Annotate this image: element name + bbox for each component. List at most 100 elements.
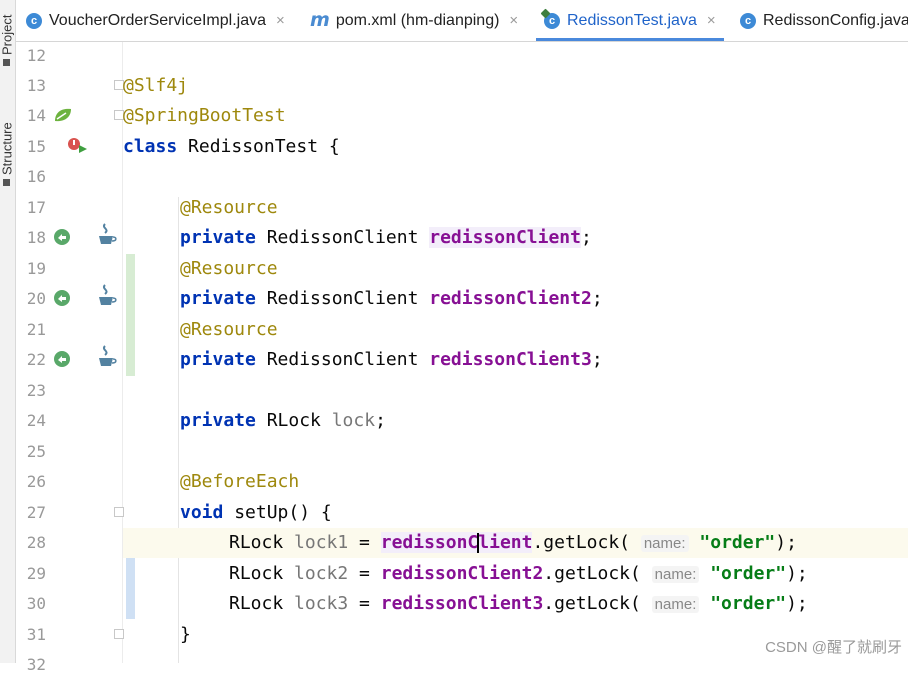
field-name: redissonClient2 [429,288,592,309]
java-bean-icon[interactable] [96,345,118,369]
close-icon[interactable]: × [706,12,716,29]
type-name: RLock [229,563,295,584]
method-call: .getLock( [543,563,652,584]
navigate-to-bean-icon[interactable] [53,228,73,246]
line-number: 30 [26,594,46,613]
punctuation: ); [786,593,808,614]
line-number: 32 [26,655,46,674]
keyword: class [123,136,178,157]
line-number: 25 [26,442,46,461]
project-tool-tab[interactable]: Project [0,0,15,70]
tab-voucher-order-service-impl[interactable]: c VoucherOrderServiceImpl.java × [26,0,285,41]
editor-tab-bar: c VoucherOrderServiceImpl.java × m pom.x… [16,0,908,42]
code-line-20: private RedissonClient redissonClient2; [123,284,908,314]
local-variable: lock2 [294,563,349,584]
type-name: RLock [229,593,295,614]
indent-guide [178,197,179,663]
line-number: 24 [26,411,46,430]
spring-bean-icon[interactable] [53,107,73,123]
local-variable: lock3 [294,593,349,614]
punctuation: ; [580,227,592,248]
line-number: 27 [26,503,46,522]
project-tool-label: Project [0,14,15,55]
type-name: RedissonClient [255,288,430,309]
close-icon[interactable]: × [275,12,285,29]
code-line-26: @BeforeEach [123,467,908,497]
punctuation: ; [591,349,603,370]
operator: = [348,563,381,584]
java-bean-icon[interactable] [96,284,118,308]
line-number: 19 [26,259,46,278]
type-name: RLock [229,532,295,553]
field-name: redissonClient [429,227,581,248]
fold-marker[interactable] [114,629,124,639]
vcs-added-marker[interactable] [126,254,135,376]
line-number: 13 [26,76,46,95]
code-line-15: class RedissonTest { [123,132,908,162]
tab-label: RedissonConfig.java [763,11,908,29]
field-name: redissonClient [380,532,533,553]
structure-tool-tab[interactable]: Structure [0,100,15,190]
indent-guide [178,527,179,647]
field-name: lock [331,410,376,431]
class-icon: c [540,8,560,29]
line-number: 21 [26,320,46,339]
local-variable: lock1 [294,532,349,553]
structure-tool-label: Structure [0,122,15,175]
code-line-22: private RedissonClient redissonClient3; [123,345,908,375]
punctuation: ; [591,288,603,309]
tab-redisson-test[interactable]: c RedissonTest.java × [536,0,724,41]
annotation: @Resource [180,258,278,279]
field-name: redissonClient3 [429,349,592,370]
code-line-28: RLock lock1 = redissonClient.getLock( na… [123,528,908,558]
code-line-13: @Slf4j [123,71,908,101]
field-name-part: redissonC [380,532,479,553]
code-line-31: } [123,620,908,650]
punctuation: ; [375,410,386,431]
line-number: 18 [26,228,46,247]
code-line-24: private RLock lock; [123,406,908,436]
vcs-modified-marker[interactable] [126,528,135,619]
tab-pom-xml[interactable]: m pom.xml (hm-dianping) × [310,0,518,41]
type-name: RedissonClient [255,227,430,248]
line-number: 15 [26,137,46,156]
class-icon: c [740,12,756,29]
line-number: 12 [26,46,46,65]
code-text: RedissonTest { [177,136,340,157]
close-icon[interactable]: × [509,12,519,29]
code-line-30: RLock lock3 = redissonClient3.getLock( n… [123,589,908,619]
pin-icon [540,8,551,18]
structure-icon [3,179,11,186]
keyword: private [180,288,256,309]
type-name: RLock [255,410,332,431]
annotation: @Resource [180,197,278,218]
fold-marker[interactable] [114,507,124,517]
parameter-hint: name: [651,566,700,583]
code-editor[interactable]: @Slf4j @SpringBootTest class RedissonTes… [123,42,908,663]
line-number: 26 [26,472,46,491]
code-line-14: @SpringBootTest [123,101,908,131]
annotation: @Slf4j [123,75,189,96]
navigate-to-bean-icon[interactable] [53,289,73,307]
method-call: .getLock( [532,532,641,553]
fold-marker[interactable] [114,110,124,120]
java-bean-icon[interactable] [96,223,118,247]
code-text: setUp() { [223,502,332,523]
keyword: private [180,227,256,248]
code-line-27: void setUp() { [123,498,908,528]
tab-redisson-config[interactable]: c RedissonConfig.java [740,0,908,41]
fold-marker[interactable] [114,80,124,90]
line-number: 22 [26,350,46,369]
line-number: 23 [26,381,46,400]
navigate-to-bean-icon[interactable] [53,350,73,368]
field-name-part: lient [478,532,533,553]
operator: = [348,532,381,553]
annotation: @BeforeEach [180,471,300,492]
code-line-19: @Resource [123,254,908,284]
code-line-17: @Resource [123,193,908,223]
field-name: redissonClient3 [380,593,544,614]
run-test-icon[interactable] [67,137,89,155]
code-text: } [180,624,191,645]
line-number: 17 [26,198,46,217]
editor-gutter[interactable]: 12 13 14 15 16 17 18 19 20 21 22 23 24 2… [16,42,135,674]
